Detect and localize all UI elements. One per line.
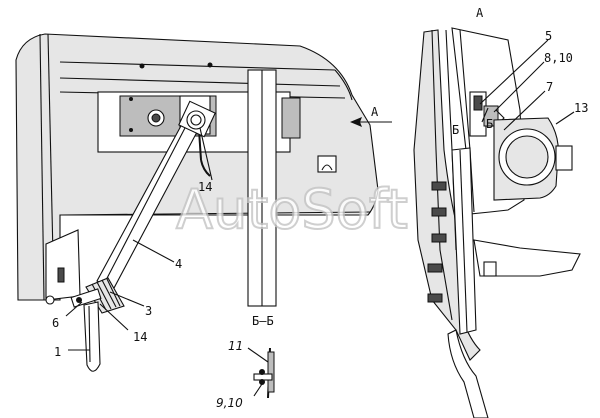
- label-view-a-arrow: A: [371, 105, 379, 119]
- vertical-pipe: [447, 147, 489, 418]
- label-section-right: Б: [486, 117, 493, 131]
- label-view-a: A: [476, 6, 484, 20]
- watermark: AutoSoft: [176, 178, 408, 241]
- callout-9-10: 9,10: [216, 396, 243, 410]
- left-view: [15, 33, 392, 372]
- label-section-title: Б–Б: [252, 314, 274, 328]
- callout-6: 6: [52, 316, 59, 330]
- label-section-left: Б: [452, 123, 459, 137]
- callout-7: 7: [546, 80, 553, 94]
- callout-1: 1: [54, 345, 61, 359]
- view-arrow: [350, 117, 392, 127]
- leader-lines: [65, 39, 575, 397]
- callout-14-bottom: 14: [133, 330, 147, 344]
- right-view: [413, 27, 581, 418]
- hose: [83, 301, 101, 372]
- callout-4: 4: [175, 257, 182, 271]
- callout-5: 5: [545, 29, 552, 43]
- section-b-b: [253, 347, 275, 399]
- upper-clamp: [178, 100, 216, 138]
- callout-14-top: 14: [198, 180, 212, 194]
- callout-13: 13: [574, 101, 588, 115]
- callout-11: 11: [228, 339, 243, 353]
- callout-8-10: 8,10: [544, 51, 573, 65]
- callout-3: 3: [145, 304, 152, 318]
- filter-housing: [493, 117, 573, 201]
